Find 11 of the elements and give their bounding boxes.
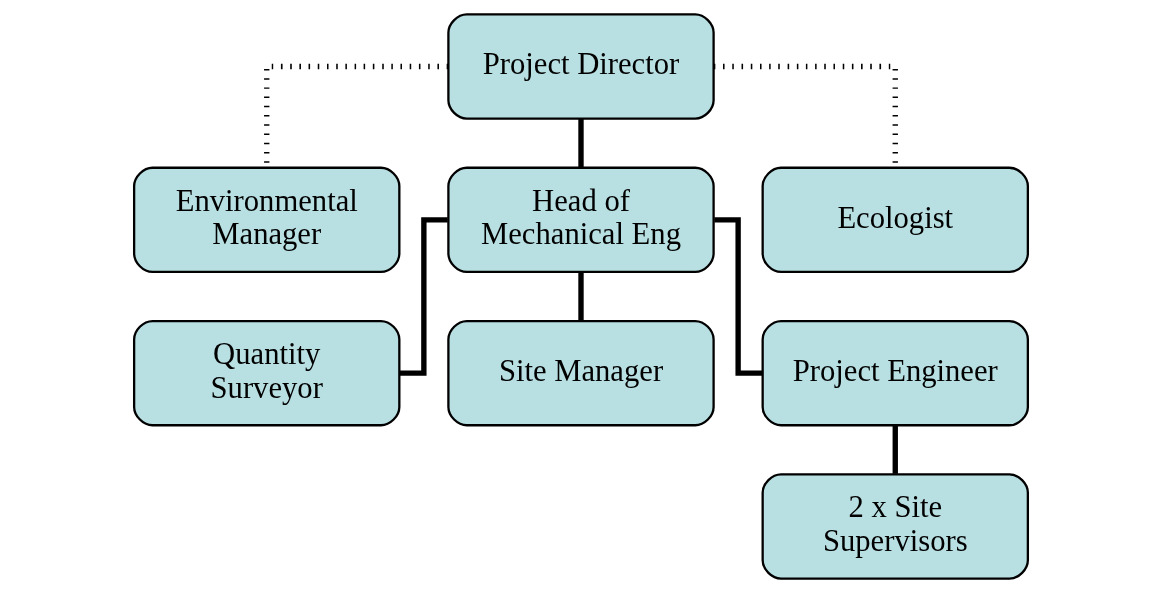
connector (578, 118, 584, 168)
connector (892, 425, 898, 474)
node-box: Head of Mechanical Eng (447, 166, 715, 274)
node-box: Ecologist (761, 166, 1029, 274)
connector (578, 272, 584, 321)
node-box: Site Manager (447, 319, 715, 427)
node-box: Project Director (447, 13, 715, 120)
node-box: Project Engineer (761, 319, 1029, 427)
node-box: Quantity Surveyor (133, 319, 401, 427)
node-box: 2 x Site Supervisors (761, 473, 1029, 580)
node-box: Environmental Manager (133, 166, 401, 274)
